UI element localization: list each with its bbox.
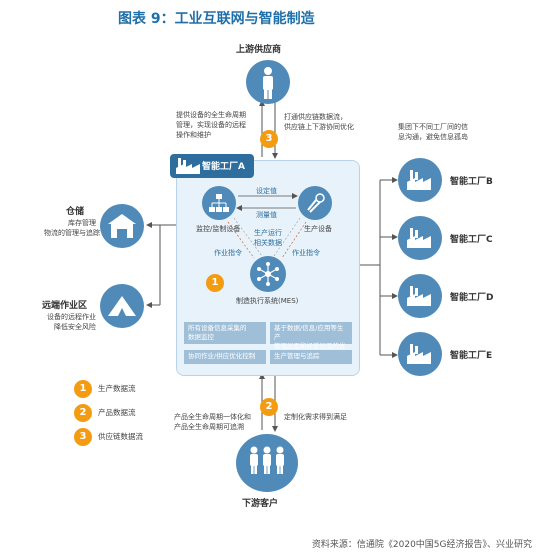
monitor-device-icon [202, 186, 236, 220]
legend-marker-3: 3 [74, 428, 92, 446]
warehouse-desc: 库存管理物流的管理与追踪 [44, 219, 100, 237]
remote-area-desc: 设备的远程作业降低安全风险 [47, 313, 96, 331]
bar-data-monitoring: 所有设备信息采集的数据监控 [184, 322, 266, 344]
work-order-right-label: 作业指令 [292, 249, 320, 257]
marker-3-top: 3 [260, 130, 278, 148]
factory-d-label: 智能工厂D [450, 293, 494, 303]
bar-optimization: 基于数据/信息/应用等生产管理层面和经营层面的优化 [270, 322, 352, 359]
downstream-customer-label: 下游客户 [242, 499, 279, 509]
monitor-device-label: 监控/监制设备 [196, 225, 241, 233]
bar-production-tracking: 生产管理与追踪 [270, 350, 352, 364]
upper-right-text: 打通供应链数据流，供应链上下游协同优化 [284, 113, 354, 131]
remote-area-icon [100, 284, 144, 328]
factory-a-header: 智能工厂A [170, 154, 254, 178]
factory-b-label: 智能工厂B [450, 177, 493, 187]
bottom-right-text: 定制化需求得到满足 [284, 413, 347, 421]
legend-label-2: 产品数据流 [98, 408, 136, 417]
right-top-text: 集团下不同工厂间的信息沟通，避免信息孤岛 [398, 123, 468, 141]
mes-label: 制造执行系统(MES) [236, 297, 299, 305]
bar-coop-control: 协同作业/供应优化控制 [184, 350, 266, 364]
factory-e-icon [398, 332, 442, 376]
marker-2-bottom: 2 [260, 398, 278, 416]
factory-d-icon [398, 274, 442, 318]
legend-marker-1: 1 [74, 380, 92, 398]
warehouse-title: 仓储 [66, 207, 85, 217]
warehouse-icon [100, 204, 144, 248]
factory-b-icon [398, 158, 442, 202]
downstream-customer-icon [236, 434, 298, 492]
upper-left-text: 提供设备的全生命周期管理，实现设备的远程操作和维护 [176, 111, 246, 139]
factory-c-icon [398, 216, 442, 260]
bottom-left-text: 产品全生命周期一体化和产品全生命周期可追溯 [174, 413, 251, 431]
legend-marker-2: 2 [74, 404, 92, 422]
factory-a-label: 智能工厂A [202, 162, 245, 172]
factory-e-label: 智能工厂E [450, 351, 493, 361]
upstream-supplier-icon [246, 60, 290, 104]
page-title: 图表 9：工业互联网与智能制造 [118, 11, 315, 27]
measure-value-label: 测量值 [256, 211, 277, 219]
marker-1-inner: 1 [206, 274, 224, 292]
mes-icon [250, 256, 286, 292]
work-order-left-label: 作业指令 [214, 249, 242, 257]
production-device-icon [298, 186, 332, 220]
factory-c-label: 智能工厂C [450, 235, 493, 245]
legend-label-3: 供应链数据流 [98, 432, 143, 441]
remote-area-title: 远端作业区 [42, 301, 88, 311]
source-note: 资料来源：信通院《2020中国5G经济报告》、兴业研究 [311, 540, 532, 550]
legend-label-1: 生产数据流 [98, 384, 136, 393]
production-related-label: 生产运行相关数据 [254, 229, 282, 247]
production-device-label: 生产设备 [304, 225, 332, 233]
set-value-label: 设定值 [256, 187, 277, 195]
upstream-supplier-label: 上游供应商 [236, 45, 282, 55]
